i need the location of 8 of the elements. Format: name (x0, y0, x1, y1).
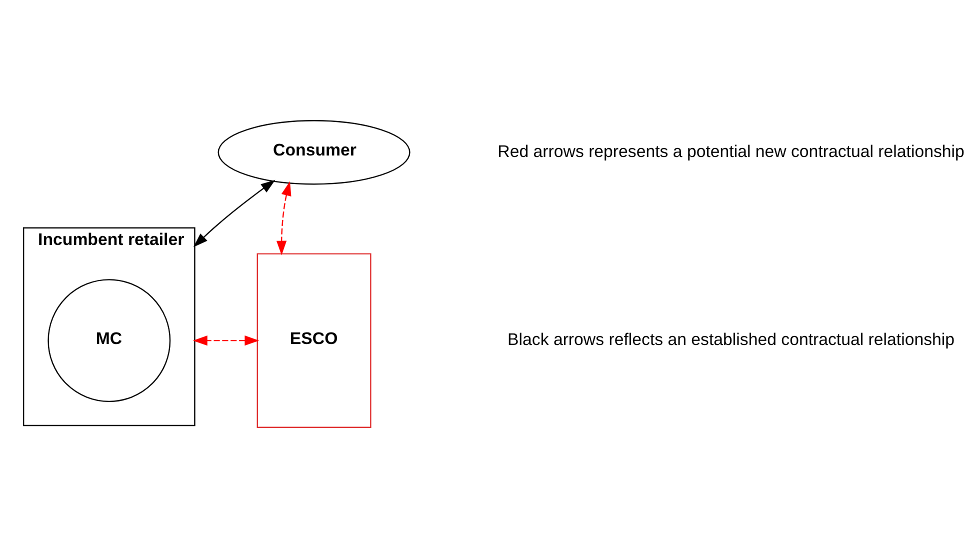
node-circle: MC (48, 279, 171, 402)
node-box: ESCO (256, 253, 372, 428)
node-ellipse: Consumer (218, 120, 410, 185)
arrow (193, 180, 276, 248)
label: Red arrows represents a potential new contractual relationship (498, 142, 964, 161)
label: Black arrows reflects an established contractual relationship (508, 330, 955, 350)
arrow (276, 181, 292, 256)
arrow (192, 336, 260, 346)
